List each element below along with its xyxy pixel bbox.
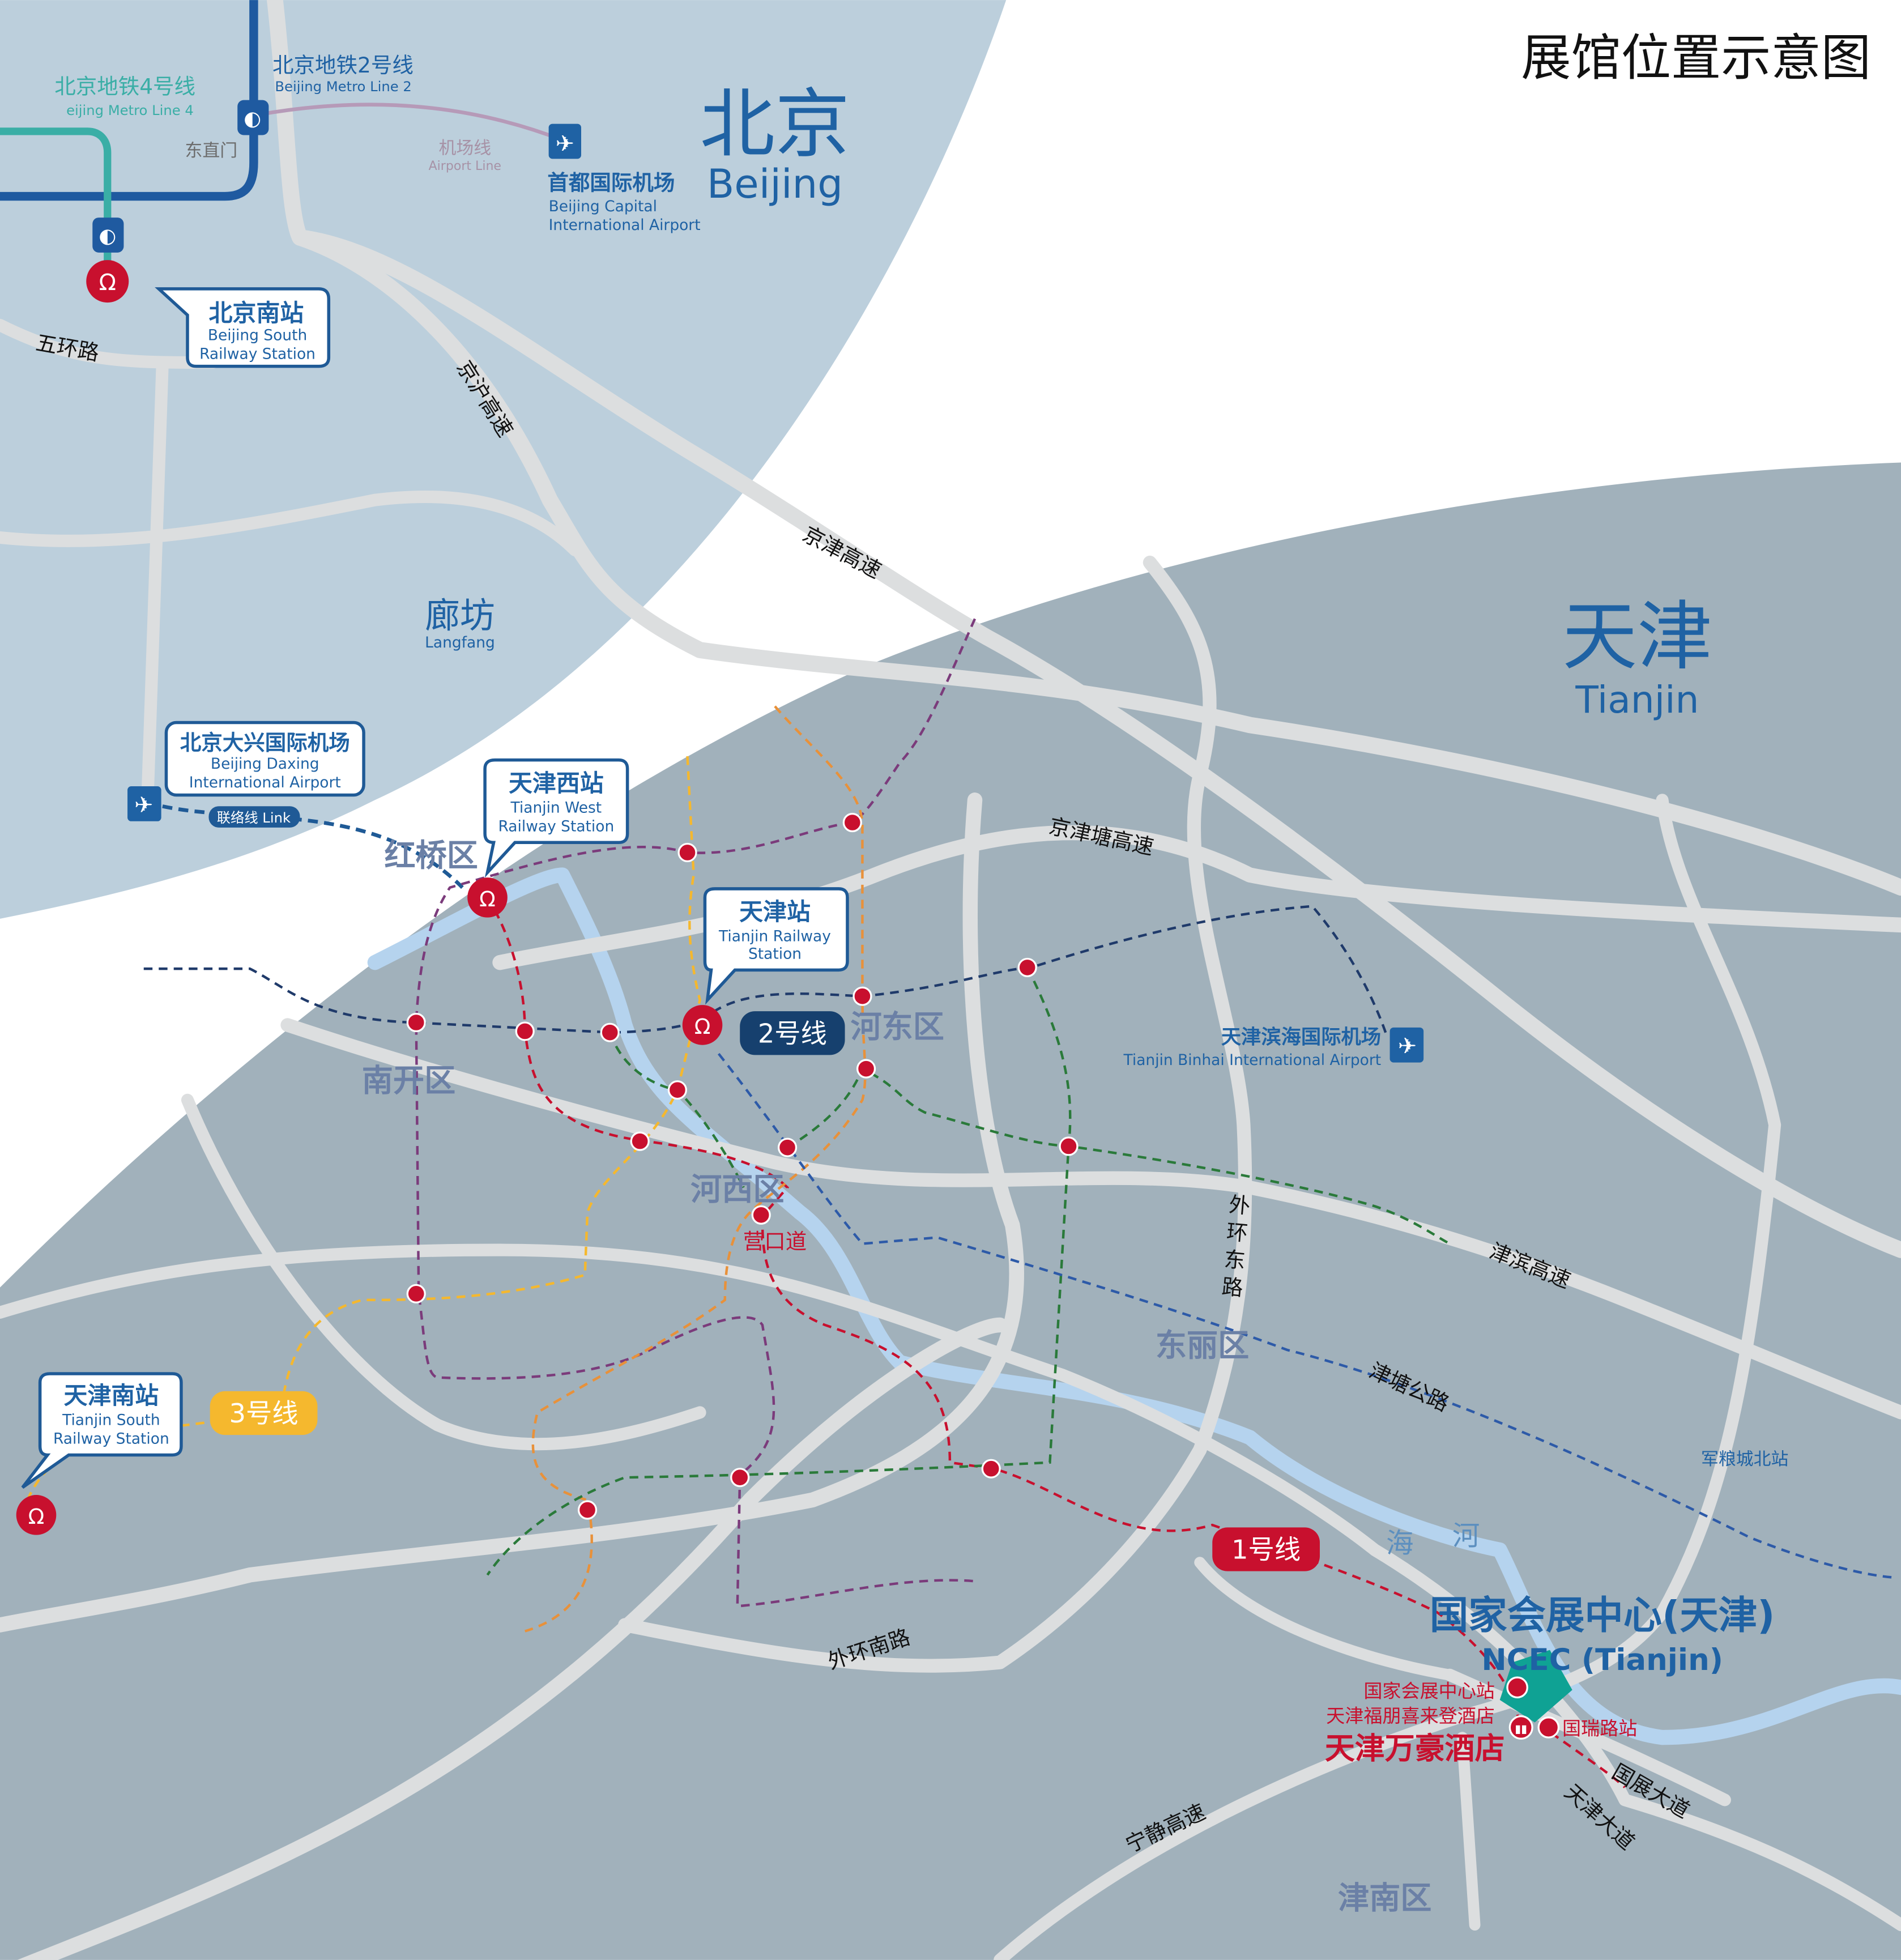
callout-beijing-south [155, 287, 331, 368]
tianjin-label-cn: 天津 [1562, 594, 1712, 681]
district-label: 东丽区 [1156, 1328, 1249, 1364]
daxing-en2: International Airport [189, 774, 341, 791]
beijing-label-cn: 北京 [700, 81, 850, 168]
metro-glyph: ◐ [99, 224, 116, 248]
metro-station-icon [1506, 1676, 1528, 1699]
line1-badge [1212, 1527, 1320, 1571]
line3-badge [210, 1391, 318, 1435]
railway-icon-tianjin-south: Ω [16, 1495, 57, 1535]
hotel-icon: ▮▮ [1508, 1715, 1533, 1740]
railway-icon-beijing-south: Ω [86, 260, 129, 303]
svg-text:✈: ✈ [1398, 1033, 1417, 1059]
map-title: 展馆位置示意图 [1521, 29, 1871, 87]
district-label: 津南区 [1338, 1880, 1431, 1916]
callout-tianjin-south [21, 1372, 183, 1489]
tj-south-en1: Tianjin South [62, 1411, 160, 1429]
svg-text:Ω: Ω [28, 1504, 45, 1529]
line2-badge [740, 1011, 845, 1055]
ncec-station-label: 国家会展中心站 [1363, 1680, 1495, 1702]
airplane-icon: ✈ [127, 786, 161, 821]
line2-label-cn: 北京地铁2号线 [272, 53, 414, 78]
river-label: 河 [1452, 1520, 1480, 1552]
tj-en2: Station [748, 945, 802, 962]
yingkoudao-label: 营口道 [743, 1229, 807, 1254]
metro-glyph: ◐ [244, 107, 261, 130]
marriott-label: 天津万豪酒店 [1325, 1732, 1505, 1766]
beijing-label-en: Beijing [707, 160, 843, 207]
link-label: 联络线 Link [217, 809, 291, 826]
airplane-icon: ✈ [1389, 1027, 1424, 1063]
tj-cn: 天津站 [739, 898, 811, 926]
district-label: 红桥区 [384, 838, 478, 874]
svg-text:✈: ✈ [556, 131, 574, 157]
bj-south-en2: Railway Station [199, 345, 316, 363]
line1-badge-label: 1号线 [1231, 1535, 1301, 1565]
metro-icon-dongzhimen [237, 100, 269, 135]
venue-en: NCEC (Tianjin) [1481, 1643, 1723, 1677]
airport-line-label-en: Airport Line [429, 159, 501, 173]
junliangcheng-label: 军粮城北站 [1701, 1449, 1788, 1469]
road-label: 京津高速 [799, 521, 885, 583]
tj-west-cn: 天津西站 [509, 769, 604, 797]
tj-south-cn: 天津南站 [64, 1382, 159, 1409]
metro-station-icon [1537, 1716, 1560, 1739]
metro-station-icons [406, 812, 1079, 1520]
venue-ncec-marker [1499, 1650, 1572, 1723]
binhai-cn: 天津滨海国际机场 [1221, 1026, 1381, 1049]
svg-text:Ω: Ω [479, 887, 496, 911]
tj-south-en2: Railway Station [53, 1430, 169, 1448]
svg-text:▮▮: ▮▮ [1515, 1722, 1527, 1735]
callout-tianjin [703, 887, 849, 1005]
metro-icon-line4 [92, 218, 124, 253]
line2-label-en: Beijing Metro Line 2 [275, 78, 411, 95]
svg-text:✈: ✈ [134, 792, 153, 818]
line3-badge-label: 3号线 [229, 1398, 298, 1429]
dongzhimen-label: 东直门 [185, 140, 238, 161]
beijing-metro [0, 0, 564, 263]
district-label: 南开区 [362, 1063, 455, 1099]
capital-airport-en2: International Airport [549, 216, 701, 234]
capital-airport-cn: 首都国际机场 [547, 171, 675, 195]
district-label: 河东区 [850, 1009, 944, 1045]
bj-south-en1: Beijing South [208, 326, 307, 344]
guorui-station-label: 国瑞路站 [1562, 1718, 1637, 1740]
venue-cn: 国家会展中心(天津) [1430, 1593, 1775, 1638]
district-label: 河西区 [691, 1171, 784, 1208]
callout-daxing [164, 721, 365, 797]
airplane-icon: ✈ [548, 123, 581, 159]
svg-text:Ω: Ω [99, 270, 116, 296]
tianjin-label-en: Tianjin [1575, 678, 1699, 722]
daxing-en1: Beijing Daxing [211, 755, 319, 773]
langfang-label-cn: 廊坊 [425, 595, 495, 636]
beijing-region [0, 0, 1007, 919]
binhai-en: Tianjin Binhai International Airport [1123, 1051, 1382, 1069]
railway-icon-tianjin-west: Ω [467, 877, 508, 918]
capital-airport-en1: Beijing Capital [549, 198, 657, 215]
river-label: 海 [1386, 1528, 1414, 1560]
link-badge [208, 806, 300, 828]
line4-label-en: eijing Metro Line 4 [66, 102, 194, 118]
bj-south-cn: 北京南站 [209, 299, 304, 327]
daxing-cn: 北京大兴国际机场 [180, 730, 350, 755]
airport-line-label-cn: 机场线 [438, 138, 491, 159]
railway-icon-tianjin: Ω [682, 1005, 723, 1045]
tj-en1: Tianjin Railway [718, 928, 831, 945]
callout-tianjin-west [483, 758, 629, 878]
sheraton-label: 天津福朋喜来登酒店 [1326, 1705, 1495, 1727]
line4-label-cn: 北京地铁4号线 [54, 74, 195, 99]
langfang-label-en: Langfang [425, 634, 495, 651]
line2-badge-label: 2号线 [758, 1018, 827, 1049]
tj-west-en2: Railway Station [498, 817, 614, 835]
tj-west-en1: Tianjin West [510, 799, 602, 816]
svg-text:Ω: Ω [694, 1014, 711, 1039]
